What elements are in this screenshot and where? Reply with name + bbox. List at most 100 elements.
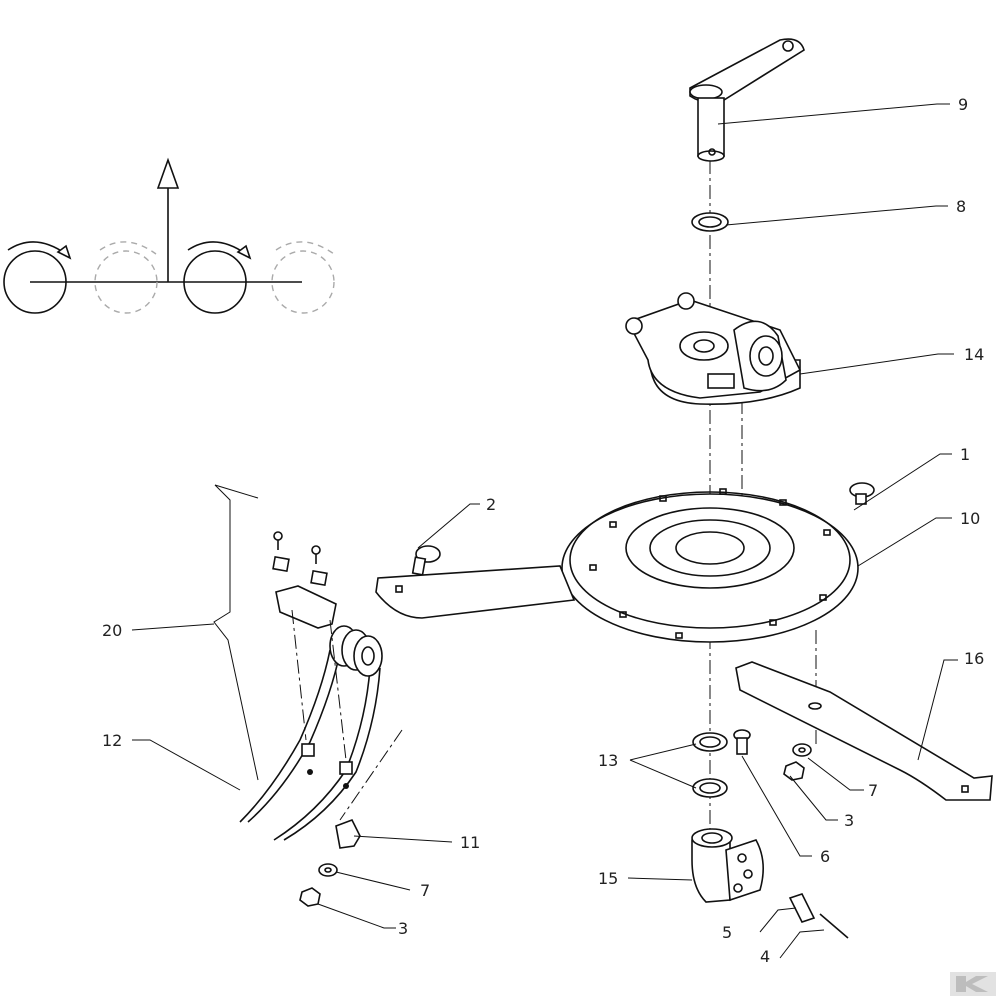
bolt-shank xyxy=(411,556,427,576)
callout-7-right: 7 xyxy=(868,781,878,800)
bolt-6-shank xyxy=(736,737,748,755)
rotation-arrow-2-head xyxy=(236,244,252,260)
part-rotor-plate xyxy=(561,488,859,643)
callout-3-left: 3 xyxy=(398,919,408,938)
callout-1: 1 xyxy=(960,445,970,464)
part-clip-11 xyxy=(335,818,361,849)
part-washer-7-left xyxy=(318,863,338,877)
callout-15: 15 xyxy=(598,869,618,888)
clip-body xyxy=(335,818,361,849)
leader-lines xyxy=(131,103,958,959)
group-20-bracket xyxy=(213,484,259,781)
callout-14: 14 xyxy=(964,345,984,364)
tine-right-outer xyxy=(273,667,371,841)
callout-6: 6 xyxy=(820,847,830,866)
part-cap-1 xyxy=(849,482,875,505)
callout-11: 11 xyxy=(460,833,480,852)
rotor-circle-1 xyxy=(3,250,67,314)
crank-pin-tip xyxy=(697,150,725,162)
rotor-ghost-2 xyxy=(271,250,335,314)
callout-2: 2 xyxy=(486,495,496,514)
part-washer-nut-right xyxy=(783,743,812,781)
plate-bolt-holes xyxy=(589,488,831,639)
plate-hub-bore xyxy=(675,531,745,565)
housing-bore xyxy=(679,331,729,361)
part-pin-4 xyxy=(819,913,849,939)
housing-lug-1 xyxy=(625,317,643,335)
callout-5: 5 xyxy=(722,923,732,942)
washer-13-top-inner xyxy=(699,736,721,748)
part-washer-8 xyxy=(691,212,729,232)
part-cam-housing xyxy=(625,292,802,405)
housing-lug-2 xyxy=(677,292,695,310)
callout-4: 4 xyxy=(760,947,770,966)
rotation-schematic xyxy=(3,157,335,314)
part-arm-right xyxy=(735,661,993,801)
tine-fasteners-bottom xyxy=(301,743,353,789)
arm-left-body xyxy=(375,565,576,619)
part-nut-3-left xyxy=(299,887,321,907)
washer-inner xyxy=(698,216,722,228)
tine-left-inner xyxy=(247,651,341,823)
tine-left-outer xyxy=(239,649,331,823)
callout-3-right: 3 xyxy=(844,811,854,830)
rotor-circle-2 xyxy=(183,250,247,314)
cam-roller xyxy=(749,335,783,377)
callout-12: 12 xyxy=(102,731,122,750)
tine-axis-3 xyxy=(339,729,403,821)
washer-13-bottom-inner xyxy=(699,782,721,794)
housing-tab xyxy=(707,373,735,389)
part-crank-pin xyxy=(689,38,805,162)
direction-arrow-head xyxy=(156,157,180,189)
arm-right-hole xyxy=(961,785,969,793)
tine-axis-2 xyxy=(329,619,347,761)
pin-body xyxy=(819,913,849,939)
tine-coil xyxy=(329,625,383,677)
washer-13-bottom xyxy=(692,778,728,798)
arm-right-body xyxy=(735,661,993,801)
tine-right-inner xyxy=(283,667,381,841)
tine-fasteners-top xyxy=(272,531,328,587)
plate-outer xyxy=(561,493,859,643)
rotation-ghost-arrow-1 xyxy=(99,241,157,255)
knuckle-bore xyxy=(701,832,723,844)
housing-bore-inner xyxy=(693,339,715,353)
tine-clamp xyxy=(275,585,337,629)
arm-left-hole xyxy=(395,585,403,593)
callout-7-left: 7 xyxy=(420,881,430,900)
bushing-body xyxy=(788,893,816,923)
nut-3-right xyxy=(783,761,805,781)
plate-hub-mid xyxy=(649,519,771,577)
rotation-ghost-arrow-2 xyxy=(275,241,335,255)
callout-8: 8 xyxy=(956,197,966,216)
washer-7-right xyxy=(792,743,812,757)
callout-9: 9 xyxy=(958,95,968,114)
crank-pin-hole xyxy=(708,148,716,156)
part-knuckle-15 xyxy=(691,828,764,903)
crank-pin-body xyxy=(697,97,725,157)
crank-pin-head xyxy=(689,84,723,100)
washer-13-top xyxy=(692,732,728,752)
knuckle-body xyxy=(691,833,731,903)
watermark-logo xyxy=(950,972,996,996)
callout-16: 16 xyxy=(964,649,984,668)
callout-13: 13 xyxy=(598,751,618,770)
washer-outer xyxy=(691,212,729,232)
part-bolt-6 xyxy=(733,729,751,755)
part-washers-13 xyxy=(692,732,728,798)
plate-hub-outer xyxy=(625,507,795,589)
plate-rim xyxy=(569,491,851,629)
knuckle-top xyxy=(691,828,733,848)
knuckle-plate xyxy=(725,839,764,902)
part-bolt-2 xyxy=(411,545,441,576)
cap-stem xyxy=(855,493,867,505)
group-20-bracket-top xyxy=(214,484,259,499)
arm-right-slot xyxy=(808,702,822,710)
callout-20: 20 xyxy=(102,621,122,640)
rotation-arrow-1-head xyxy=(56,244,72,260)
crank-arm xyxy=(689,38,805,104)
part-arm-left xyxy=(375,565,576,619)
rotor-ghost-1 xyxy=(94,250,158,314)
cam-roller-hub xyxy=(758,346,774,366)
